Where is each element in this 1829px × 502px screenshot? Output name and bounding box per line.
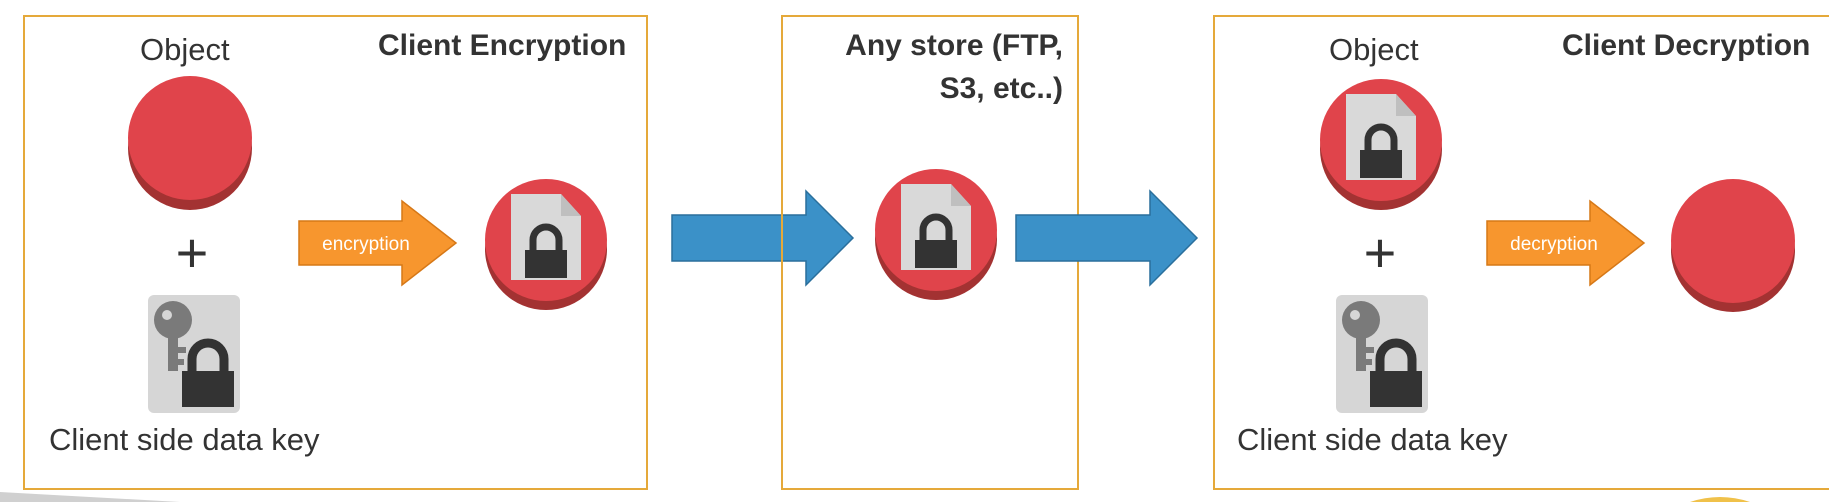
encrypted-object-icon [485,179,607,310]
decrypted-object-icon [1671,179,1795,312]
client-encryption-title: Client Encryption [378,29,627,62]
received-encrypted-object-icon [1320,79,1442,210]
bottom-decoration [0,492,1750,502]
decryption-client-side-data-key-label: Client side data key [1237,422,1508,457]
data-key-icon [148,295,240,413]
decryption-object-label: Object [1329,32,1419,67]
client-decryption-panel [1213,15,1829,490]
decryption-plus-sign: + [1363,221,1397,284]
encryption-arrow-label: encryption [322,234,410,255]
any-store-title-line1: Any store (FTP, [845,29,1063,62]
client-decryption-title: Client Decryption [1562,29,1811,62]
object-label: Object [140,32,230,67]
decryption-arrow: decryption [1486,199,1646,287]
decryption-arrow-label: decryption [1510,234,1598,255]
stored-encrypted-object-icon [875,169,997,300]
encryption-arrow: encryption [298,199,458,287]
object-icon [128,76,252,210]
plus-sign: + [175,221,209,284]
client-encryption-panel [23,15,648,490]
decryption-data-key-icon [1336,295,1428,413]
any-store-title-line2: S3, etc..) [939,72,1063,105]
client-side-data-key-label: Client side data key [49,422,320,457]
download-arrow [1015,189,1199,287]
upload-arrow [671,189,855,287]
